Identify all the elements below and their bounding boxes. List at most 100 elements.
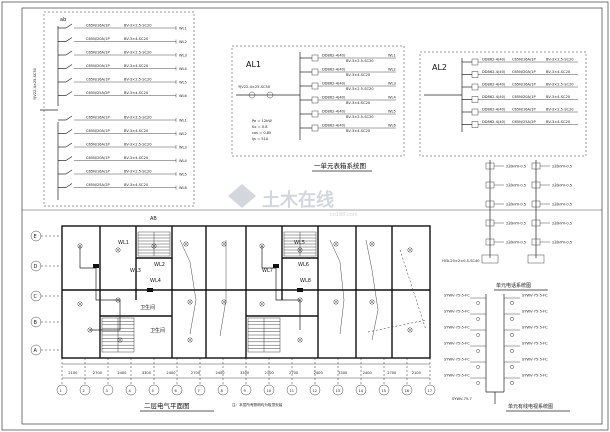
circuit-wl1: WL1	[118, 240, 129, 246]
phone-label: 2对HYV-0.5	[506, 183, 526, 188]
watermark-text: 土木在线	[262, 189, 334, 211]
breaker-label: C65N/20A/1P	[86, 64, 111, 68]
al1-panel: AL1 YJV22-4×25-SC50 Pe = 12kW Kx = 0.8 c…	[231, 45, 405, 172]
distribution-box-icon	[273, 264, 279, 268]
breaker-label: C65N/20A/1P	[512, 95, 537, 99]
circuit-id: WL2	[388, 68, 396, 72]
column-axis-label: 16	[405, 389, 410, 393]
phone-label: 2对HYV-0.5	[552, 221, 572, 226]
cable-label: BV-3×4-SC20	[124, 183, 149, 187]
circuit-id: WL6	[179, 94, 188, 98]
al1-box	[231, 45, 405, 157]
al1-title: AL1	[246, 60, 261, 69]
meter-label: DD862-4(40)	[322, 82, 346, 86]
distribution-box-icon	[297, 288, 303, 292]
tv-label: SYWV-75-5-FC	[522, 294, 548, 298]
circuit-id: WL3	[388, 82, 396, 86]
phone-label: 2对HYV-0.5	[552, 183, 572, 188]
breaker-label: C65N/16A/1P	[512, 58, 537, 62]
dimension-label: 2700	[191, 371, 201, 375]
cable-label: BV-3×4-SC20	[346, 73, 371, 77]
circuit-id: WL2	[179, 40, 187, 44]
circuit-id: WL5	[179, 173, 187, 177]
breaker-label: C65N/16A/1P	[86, 116, 111, 120]
load-cos: cos = 0.85	[252, 131, 271, 135]
column-axis-label: 17	[428, 389, 433, 393]
column-axis-label: 9	[244, 389, 247, 393]
dimension-label: 2400	[117, 371, 127, 375]
light-fixture-icon	[183, 241, 189, 247]
cable-label: BV-3×2.5-SC20	[346, 59, 374, 63]
cable-label: BV-3×2.5-SC20	[124, 170, 152, 174]
light-fixture-icon	[407, 247, 413, 253]
circuit-wl5: WL5	[294, 240, 305, 246]
panel-left-label: ab	[60, 17, 66, 23]
column-axis-label: 15	[382, 389, 387, 393]
tv-label: SYWV-75-5-FC	[522, 342, 548, 346]
load-ijs: Ijs = 51A	[252, 137, 269, 141]
plan-caption: 二层电气平面图	[144, 401, 190, 410]
room-label-bath: 卫生间	[150, 327, 165, 334]
row-axis-label: E	[34, 234, 37, 240]
circuit-wl2: WL2	[154, 262, 165, 268]
row-axis-label: B	[34, 320, 38, 326]
phone-label: 2对HYV-0.5	[552, 164, 572, 169]
cable-label: BV-3×2.5-SC20	[546, 83, 574, 87]
light-fixture-icon	[115, 297, 121, 303]
meter-label: DD862-4(40)	[322, 54, 346, 58]
cable-label: BV-3×4-SC20	[124, 129, 149, 133]
column-axis-label: 13	[336, 389, 341, 393]
breaker-label: C65N/16A/1P	[512, 83, 537, 87]
cable-label: BV-3×4-SC20	[546, 120, 571, 124]
watermark-sub: co188.com	[330, 212, 358, 218]
stair-unit-2	[283, 231, 317, 257]
cable-label: BV-3×4-SC20	[124, 91, 149, 95]
phone-label: 2对HYV-0.5	[506, 221, 526, 226]
breaker-label: C65N/16A/1P	[86, 78, 111, 82]
dimension-label: 3300	[338, 371, 348, 375]
phone-floor-group: 2对HYV-0.5 2对HYV-0.5 2对HYV-0.5 2对HYV-0.5 2对HY…	[485, 162, 572, 246]
meter-label: DD862-4(40)	[482, 83, 506, 87]
tv-label: SYWV-75-5-FC	[444, 326, 470, 330]
drawing-frame	[21, 7, 603, 425]
column-axis-label: 7	[198, 389, 200, 393]
dimension-label: 2700	[387, 371, 397, 375]
cable-label: BV-3×4-SC20	[546, 70, 571, 74]
breaker-label: C65N/16A/1P	[86, 24, 111, 28]
column-axis-label: 12	[313, 389, 318, 393]
cable-label: BV-3×2.5-SC20	[346, 115, 374, 119]
watermark: 土木在线 co188.com	[228, 184, 358, 218]
light-fixture-icon	[369, 241, 375, 247]
cable-label: BV-3×2.5-SC20	[124, 116, 152, 120]
dimension-label: 2400	[363, 371, 373, 375]
circuit-wl3: WL3	[130, 268, 141, 274]
column-axis-label: 1	[60, 389, 62, 393]
column-axis-label: 6	[175, 389, 178, 393]
light-fixture-icon	[259, 243, 265, 249]
circuit-id: WL3	[179, 54, 187, 58]
dimension-label: 2100	[265, 371, 275, 375]
breaker-label: C65N/25A/2P	[86, 91, 111, 95]
al2-title: AL2	[432, 63, 447, 72]
light-fixture-icon	[297, 337, 303, 343]
plan-note: 注：本层所有照明均为吸顶安装	[232, 402, 283, 407]
cable-label: BV-3×4-SC20	[124, 156, 149, 160]
meter-label: DD862-4(40)	[482, 70, 506, 74]
circuit-id: WL4	[179, 159, 188, 163]
distribution-box-icon	[147, 288, 153, 292]
meter-label: DD862-4(40)	[482, 120, 506, 124]
dimension-label: 2400	[314, 371, 324, 375]
breaker-label: C65N/16A/1P	[86, 170, 111, 174]
column-axis-label: 3	[106, 389, 108, 393]
circuit-id: WL3	[179, 146, 187, 150]
light-fixture-icon	[77, 243, 83, 249]
dimension-label: 2400	[215, 371, 225, 375]
